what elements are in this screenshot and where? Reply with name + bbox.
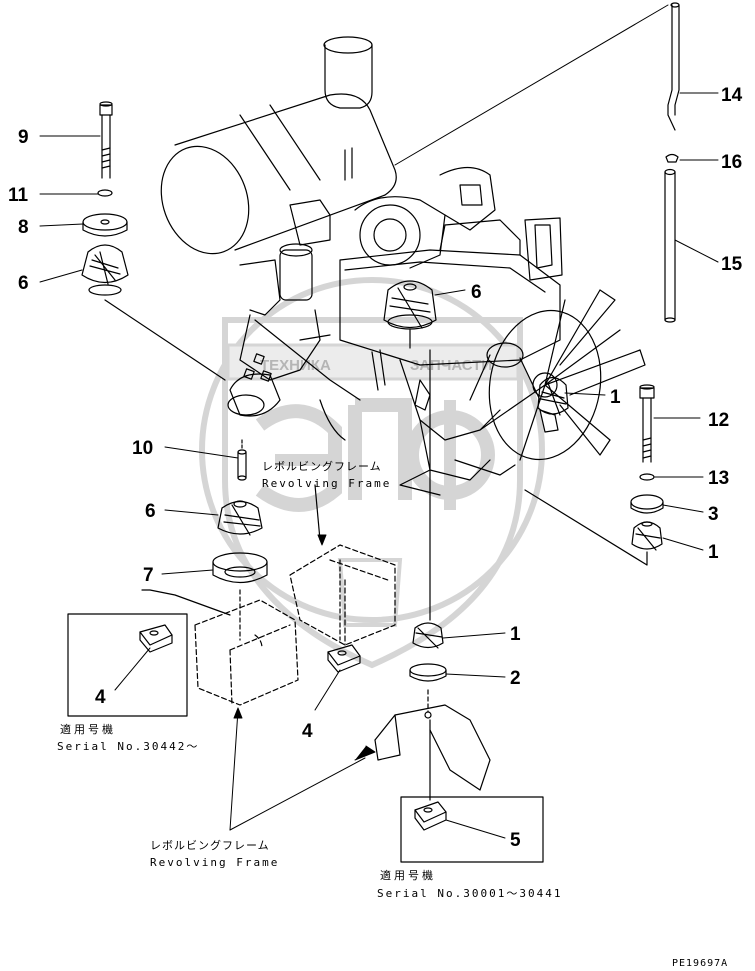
- leader-lines: [39, 4, 719, 839]
- engine-assembly: [160, 36, 646, 496]
- callout-13: 13: [708, 468, 729, 489]
- callout-14: 14: [721, 85, 743, 106]
- clamp-left-box: [139, 624, 173, 653]
- callout-2: 2: [510, 668, 521, 689]
- note-serial-left-jp: 適用号機: [60, 722, 116, 736]
- clamp-center: [327, 644, 361, 673]
- callout-5: 5: [510, 830, 521, 851]
- center-pin: [237, 439, 247, 481]
- callout-15: 15: [721, 254, 743, 275]
- callout-4-center: 4: [302, 721, 313, 742]
- callout-10: 10: [132, 438, 153, 459]
- callout-11: 11: [8, 185, 29, 206]
- watermark-text-left: ТЕХНИКА: [260, 357, 331, 374]
- callout-1-center: 1: [510, 624, 521, 645]
- callout-1-right: 1: [708, 542, 719, 563]
- center-lower-mount: [409, 349, 447, 713]
- left-mount-stack: [81, 101, 226, 381]
- callout-6-left-top: 6: [18, 273, 29, 294]
- note-frame-bottom-jp: レボルビングフレーム: [150, 838, 270, 852]
- left-frame-bracket: [194, 599, 299, 706]
- note-serial-right-jp: 適用号機: [380, 868, 436, 882]
- callout-4-box: 4: [95, 687, 106, 708]
- callout-12: 12: [708, 410, 729, 431]
- callout-9: 9: [18, 127, 29, 148]
- clamp-right-box: [414, 801, 447, 831]
- callout-1-fan: 1: [610, 387, 621, 408]
- note-serial-right-en: Serial No.30001～30441: [377, 887, 562, 900]
- callout-6-center: 6: [471, 282, 482, 303]
- serial-box-right: [400, 796, 544, 863]
- dipstick-assembly: [664, 2, 680, 323]
- callout-7: 7: [143, 565, 154, 586]
- drawing-reference: PE19697A: [672, 958, 728, 969]
- notes: レボルビングフレーム Revolving Frame レボルビングフレーム Re…: [57, 459, 728, 969]
- note-frame-center-en: Revolving Frame: [262, 477, 391, 490]
- left-lower-mount: [212, 500, 268, 641]
- right-mount-upper: [537, 376, 569, 416]
- serial-box-left: [67, 613, 188, 717]
- callout-16: 16: [721, 152, 742, 173]
- center-mount-top: [383, 280, 437, 349]
- callouts: 14 9 16 11 8 15 6 6 1 12 10 13 6 3 1 7 1…: [8, 85, 743, 851]
- center-bracket-leader: [314, 484, 321, 541]
- left-bracket-leader: [141, 589, 231, 616]
- callout-8: 8: [18, 217, 29, 238]
- note-serial-left-en: Serial No.30442～: [57, 740, 199, 753]
- note-frame-bottom-en: Revolving Frame: [150, 856, 279, 869]
- lower-frame-bracket: [374, 704, 491, 791]
- right-mount-stack: [524, 384, 664, 566]
- callout-6-left-lower: 6: [145, 501, 156, 522]
- callout-3: 3: [708, 504, 719, 525]
- watermark-text-right: ЗАПЧАСТИ: [410, 357, 492, 374]
- note-frame-center-jp: レボルビングフレーム: [262, 459, 382, 473]
